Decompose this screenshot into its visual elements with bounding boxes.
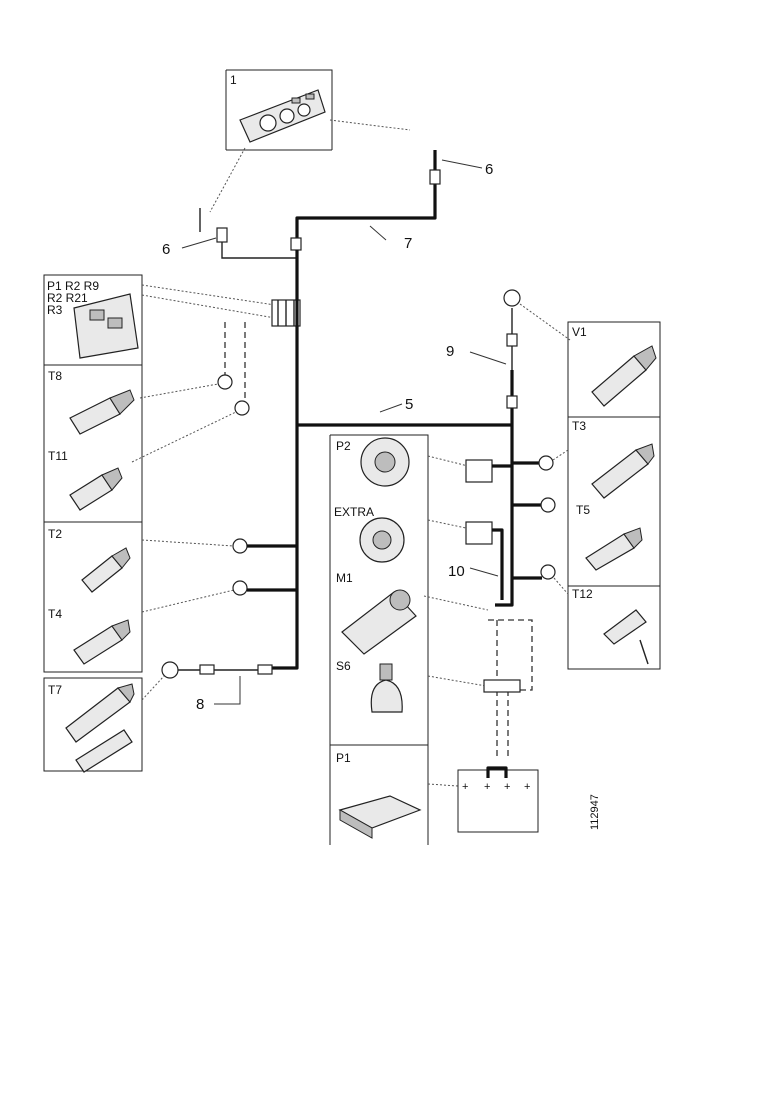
t7-label: T7 [48,683,62,697]
connector-6-top-leader [441,159,483,169]
t3-sensor-drawing [591,443,655,499]
callout-7: 7 [404,235,412,252]
harness-7 [295,150,437,250]
fuse-relay-label-2: R2 R21 [47,291,88,305]
t11-sensor-drawing [69,467,123,511]
connector-8b [257,664,273,675]
svg-text:+: + [484,781,490,793]
p1-label: P1 [336,751,351,765]
m1-starter-drawing [341,589,417,655]
connector-6-left [216,227,228,243]
t5-plug [540,497,556,513]
panel-wire-right [329,119,411,131]
fuse-relay-box: P1 R2 R9 R2 R21 R3 [43,274,143,366]
connector-9 [506,333,518,347]
s6-label: S6 [336,659,351,673]
extra-connector [465,521,493,545]
p2-label: P2 [336,439,351,453]
v1-plug [503,289,521,307]
svg-text:+: + [504,781,510,793]
panel-wire-left [209,147,246,213]
t7-plug [161,661,179,679]
svg-text:+: + [524,781,530,793]
t3-label: T3 [572,419,586,433]
instrument-panel-box: 1 [225,69,333,151]
t11-plug [234,400,250,416]
callout-9: 9 [446,343,454,360]
t7-sensor-drawing [65,683,135,773]
callout-6-top: 6 [485,161,493,178]
sensor-box-t8-t11: T8 T11 [43,364,143,523]
t12-label: T12 [572,587,593,601]
t8-sensor-drawing [69,389,135,435]
callout-8: 8 [196,696,204,713]
fuse-relay-label-1: P1 R2 R9 [47,279,99,293]
battery-box: P1 [329,744,429,845]
t5-label: T5 [576,503,590,517]
m1-label: M1 [336,571,353,585]
t3-plug [538,455,554,471]
extra-alternator-drawing [359,517,405,563]
svg-text:+: + [462,781,468,793]
t4-plug [232,580,248,596]
callout-6-left: 6 [162,241,170,258]
callout-10: 10 [448,563,465,580]
extra-label: EXTRA [334,505,374,519]
t5-sensor-drawing [585,527,643,571]
fuse-relay-label-3: R3 [47,303,63,317]
harness-9-10 [495,370,514,607]
component-box-middle: P2 EXTRA M1 S6 [329,434,429,745]
battery-terminal-block: + + + + [457,766,539,833]
t12-sensor-drawing [603,609,649,665]
sensor-box-t2-t4: T2 T4 [43,521,143,673]
t8-plug [217,374,233,390]
t2-label: T2 [48,527,62,541]
connector-8a [199,664,215,675]
connector-6-top [429,169,441,185]
t2-plug [232,538,248,554]
t12-plug [540,564,556,580]
figure-code: 112947 [589,794,601,830]
instrument-panel-label: 1 [230,73,237,87]
t8-label: T8 [48,369,62,383]
t4-label: T4 [48,607,62,621]
s6-connector [483,679,521,693]
callout-5: 5 [405,396,413,413]
t4-sensor-drawing [73,619,131,665]
v1-valve-drawing [591,345,657,407]
s6-switch-drawing [370,663,403,713]
battery-drawing [338,795,422,839]
instrument-panel-drawing [239,89,326,143]
p2-connector [465,459,493,483]
harness-trunk-left [265,250,299,670]
sensor-box-right: V1 T3 T5 T12 [567,321,661,670]
p2-alternator-drawing [360,437,410,487]
sensor-box-t7: T7 [43,677,143,773]
t2-sensor-drawing [81,547,131,593]
t11-label: T11 [48,449,68,463]
v1-label: V1 [572,325,587,339]
